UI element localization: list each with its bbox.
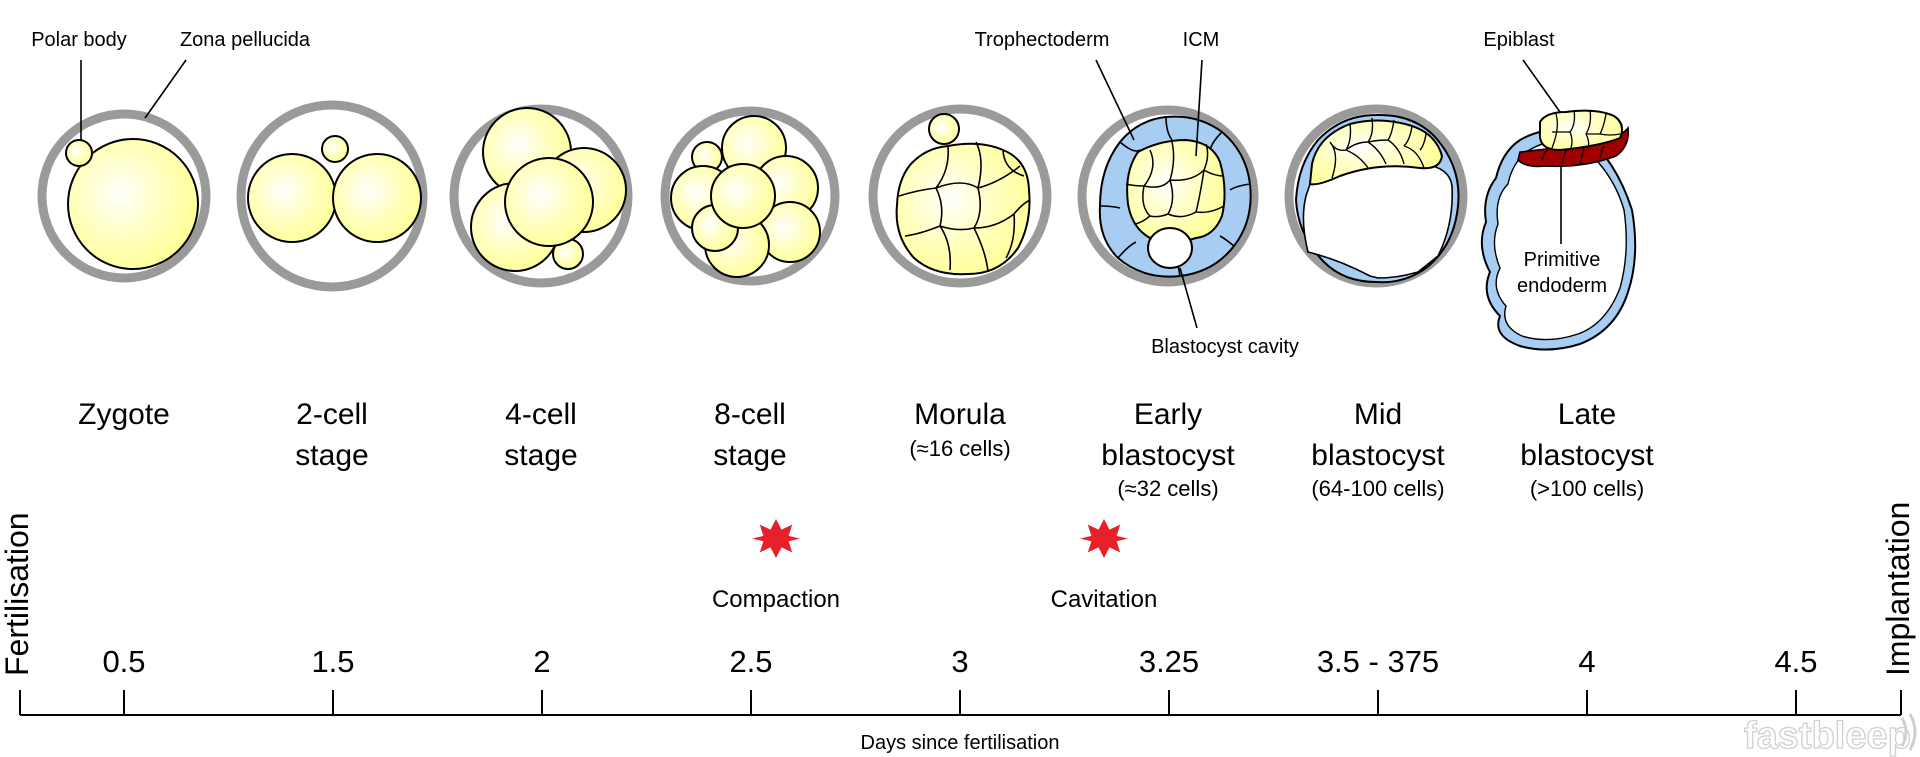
- cavitation-event: Cavitation: [1051, 519, 1158, 613]
- primitive-endoderm-label-line2: endoderm: [1517, 275, 1607, 297]
- mid-blastocyst-illustration: [1284, 104, 1468, 288]
- stage-early-blastocyst-subtitle: (≈32 cells): [1117, 476, 1218, 501]
- polar-body-label: Polar body: [31, 29, 127, 51]
- stage-4cell-title: 4-cell: [505, 398, 577, 431]
- epiblast-label: Epiblast: [1483, 29, 1555, 51]
- annotation-leaders: [80, 59, 1562, 329]
- timeline-tick-label: 2.5: [729, 644, 772, 679]
- stage-morula-title: Morula: [914, 398, 1006, 431]
- timeline-tick-label: 4: [1578, 644, 1595, 679]
- compaction-star-icon: [752, 519, 800, 558]
- stage-morula-subtitle: (≈16 cells): [909, 436, 1010, 461]
- timeline: Fertilisation Implantation 0.5 1.5 2 2.5…: [0, 502, 1916, 754]
- stage-labels: Zygote 2-cell stage 4-cell stage 8-cell …: [78, 398, 1654, 501]
- early-blastocyst-illustration: [1077, 105, 1259, 287]
- compaction-event: Compaction: [712, 519, 840, 613]
- compaction-label: Compaction: [712, 586, 840, 613]
- icm-label: ICM: [1183, 29, 1220, 51]
- blastocyst-cavity-label: Blastocyst cavity: [1151, 336, 1299, 358]
- stage-8cell-title-2: stage: [713, 439, 786, 472]
- trophectoderm-label: Trophectoderm: [975, 29, 1110, 51]
- watermark-signal-icon: [1900, 713, 1917, 751]
- stage-mid-blastocyst-title-2: blastocyst: [1311, 439, 1445, 472]
- zona-pellucida-label: Zona pellucida: [180, 29, 311, 51]
- cavitation-label: Cavitation: [1051, 586, 1158, 613]
- stage-early-blastocyst-title-2: blastocyst: [1101, 439, 1235, 472]
- zygote-illustration: [37, 109, 211, 283]
- stage-late-blastocyst-title-2: blastocyst: [1520, 439, 1654, 472]
- stage-late-blastocyst-title: Late: [1558, 398, 1616, 431]
- timeline-tick-label: 3: [951, 644, 968, 679]
- stage-zygote-title: Zygote: [78, 398, 170, 431]
- stage-2cell-title: 2-cell: [296, 398, 368, 431]
- stage-2cell-title-2: stage: [295, 439, 368, 472]
- stage-4cell-title-2: stage: [504, 439, 577, 472]
- cavitation-star-icon: [1080, 519, 1128, 558]
- stage-late-blastocyst-subtitle: (>100 cells): [1530, 476, 1644, 501]
- timeline-tick-label: 3.25: [1139, 644, 1199, 679]
- late-blastocyst-illustration: [1480, 109, 1637, 351]
- two-cell-illustration: [236, 100, 428, 292]
- timeline-tick-label: 2: [533, 644, 550, 679]
- implantation-label: Implantation: [1880, 502, 1916, 676]
- stage-mid-blastocyst-title: Mid: [1354, 398, 1402, 431]
- four-cell-illustration: [449, 104, 633, 288]
- morula-illustration: [868, 104, 1052, 288]
- eight-cell-illustration: [660, 106, 840, 286]
- timeline-tick-label: 4.5: [1774, 644, 1817, 679]
- primitive-endoderm-label-line1: Primitive: [1524, 249, 1601, 271]
- timeline-tick-label: 0.5: [102, 644, 145, 679]
- stage-early-blastocyst-title: Early: [1134, 398, 1202, 431]
- fertilisation-label: Fertilisation: [0, 512, 35, 676]
- timeline-tick-label: 1.5: [311, 644, 354, 679]
- stage-mid-blastocyst-subtitle: (64-100 cells): [1311, 476, 1444, 501]
- timeline-tick-label: 3.5 - 375: [1317, 644, 1439, 679]
- fastbleep-watermark: fastbleep: [1744, 715, 1911, 757]
- stage-8cell-title: 8-cell: [714, 398, 786, 431]
- timeline-axis-title: Days since fertilisation: [861, 732, 1060, 754]
